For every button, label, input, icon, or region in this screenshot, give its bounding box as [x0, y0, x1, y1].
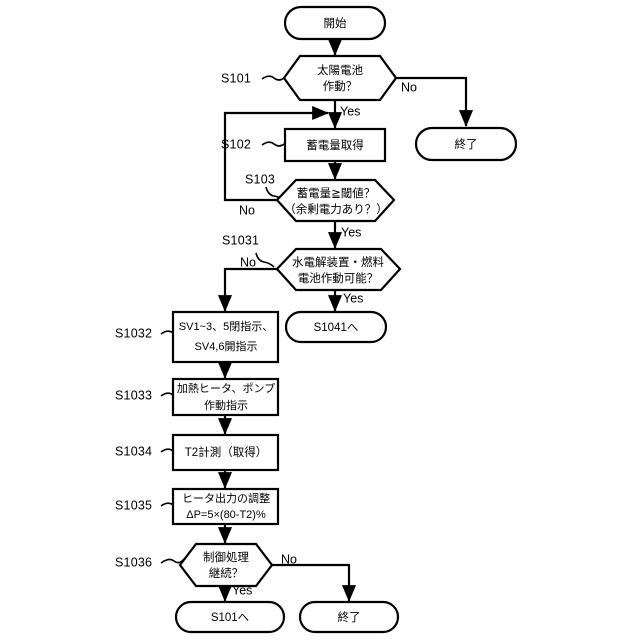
branch-label-s103-no: No — [239, 203, 255, 217]
node-end-top[interactable]: 終了 — [414, 126, 518, 162]
edge-s1036-no-to-end-bottom — [272, 563, 357, 602]
s1035-process-shape — [171, 487, 280, 526]
s1031-decision-shape — [275, 247, 402, 292]
s1033-label-line2: 作動指示 — [204, 398, 248, 412]
s1036-label-line2: 継続？ — [209, 566, 244, 580]
branch-label-s1036-yes: Yes — [232, 583, 252, 597]
leader-s101 — [261, 75, 285, 81]
edge-s103-no-feedback — [223, 105, 329, 202]
goto-s101-label: S101へ — [211, 612, 249, 624]
s1032-label-line1: SV1~3、5閉指示、 — [179, 319, 273, 333]
node-s1035[interactable]: ヒータ出力の調整 ΔP=5×(80-T2)% — [171, 487, 280, 526]
s101-decision-shape — [282, 54, 398, 102]
step-label-s102: S102 — [221, 137, 251, 151]
node-s1033[interactable]: 加熱ヒータ、ポンプ 作動指示 — [171, 377, 280, 417]
branch-label-s101-no: No — [401, 80, 417, 94]
end-bottom-terminator-shape — [298, 600, 400, 634]
step-label-s1035: S1035 — [115, 498, 152, 512]
s103-label-line1: 蓄電量≧閾値？ — [297, 187, 376, 200]
goto-s1041-terminator-shape — [284, 310, 388, 344]
s102-process-shape — [283, 127, 387, 163]
s1031-label-line1: 水電解装置・燃料 — [292, 255, 384, 269]
step-label-s103: S103 — [245, 172, 275, 186]
node-end-bottom[interactable]: 終了 — [298, 600, 400, 634]
s1035-label-line2: ΔP=5×(80-T2)% — [186, 509, 266, 521]
edge-s101-no-to-end-top — [396, 76, 474, 127]
step-label-s1031: S1031 — [222, 233, 259, 247]
s1036-decision-shape — [178, 542, 274, 588]
s1033-label-line1: 加熱ヒータ、ポンプ — [177, 382, 275, 395]
leader-s102 — [261, 141, 285, 147]
node-start[interactable]: 開始 — [283, 5, 387, 41]
node-s1032[interactable]: SV1~3、5閉指示、 SV4,6開指示 — [171, 310, 280, 364]
s1034-label-line1: T2計測（取得） — [185, 445, 267, 459]
s1031-label-line2: 電池作動可能？ — [298, 271, 379, 285]
node-s1036[interactable]: 制御処理 継続？ — [178, 542, 274, 588]
goto-s1041-label: S1041へ — [314, 322, 359, 334]
node-s1034[interactable]: T2計測（取得） — [171, 433, 280, 472]
s103-label-line2: （余剰電力あり？） — [284, 202, 388, 216]
branch-label-s103-yes: Yes — [341, 225, 361, 239]
s1032-process-shape — [171, 310, 280, 364]
end-top-terminator-shape — [414, 126, 518, 162]
node-s1031[interactable]: 水電解装置・燃料 電池作動可能？ — [275, 247, 402, 292]
branch-label-s1036-no: No — [281, 552, 297, 566]
end-bottom-label: 終了 — [338, 610, 361, 624]
start-label: 開始 — [324, 16, 347, 30]
s101-label-line2: 作動？ — [323, 79, 358, 93]
s1032-label-line2: SV4,6開指示 — [195, 339, 258, 353]
node-s101[interactable]: 太陽電池 作動？ — [282, 54, 398, 102]
branch-label-s101-yes: Yes — [340, 104, 360, 118]
s103-decision-shape — [275, 178, 396, 223]
s1033-process-shape — [171, 377, 280, 417]
node-s103[interactable]: 蓄電量≧閾値？ （余剰電力あり？） — [275, 178, 396, 223]
s101-label-line1: 太陽電池 — [317, 64, 363, 77]
connector-layer — [217, 39, 474, 602]
node-s102[interactable]: 蓄電量取得 — [283, 127, 387, 163]
goto-s101-terminator-shape — [174, 600, 286, 634]
node-goto-s1041[interactable]: S1041へ — [284, 310, 388, 344]
s1035-label-line1: ヒータ出力の調整 — [182, 491, 270, 505]
s1034-process-shape — [171, 433, 280, 472]
s102-label-line1: 蓄電量取得 — [306, 139, 364, 152]
end-top-label: 終了 — [455, 137, 478, 151]
step-label-s101: S101 — [221, 71, 251, 85]
start-terminator-shape — [283, 5, 387, 41]
node-goto-s101[interactable]: S101へ — [174, 600, 286, 634]
s1036-label-line1: 制御処理 — [203, 550, 249, 564]
branch-label-s1031-yes: Yes — [343, 291, 363, 305]
step-label-s1033: S1033 — [115, 388, 152, 402]
edge-s1031-no-to-s1032 — [217, 267, 278, 312]
step-label-s1036: S1036 — [115, 555, 152, 569]
branch-label-s1031-no: No — [240, 255, 256, 269]
step-label-s1034: S1034 — [115, 444, 152, 458]
leader-s1031 — [255, 252, 275, 268]
step-label-s1032: S1032 — [115, 326, 152, 340]
leader-s1036 — [160, 558, 185, 564]
